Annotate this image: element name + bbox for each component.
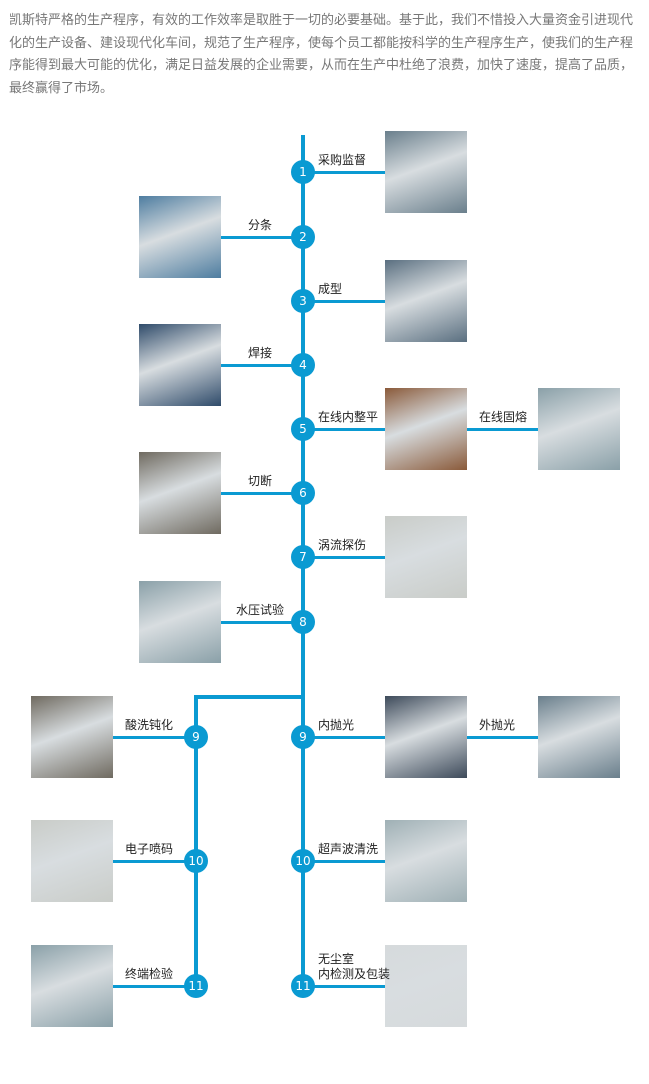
step-label: 焊接 (247, 346, 272, 360)
step-photo (385, 696, 467, 778)
connector-line (221, 492, 303, 495)
connector-line (221, 364, 303, 367)
branch-label: 酸洗钝化 (125, 718, 174, 732)
step-number-3: 3 (291, 289, 315, 313)
step-number-11: 11 (291, 974, 315, 998)
step-label: 无尘室 内检测及包装 (318, 952, 391, 981)
step-photo-secondary (538, 696, 620, 778)
connector-line (303, 300, 385, 303)
branch-photo (31, 820, 113, 902)
connector-line (303, 736, 385, 739)
branch-line (194, 695, 198, 987)
step-photo (139, 324, 221, 406)
step-photo (385, 260, 467, 342)
step-number-10: 10 (291, 849, 315, 873)
branch-photo (31, 945, 113, 1027)
step-number-2: 2 (291, 225, 315, 249)
step-label: 内抛光 (318, 718, 355, 732)
step-label: 成型 (318, 282, 343, 296)
step-photo (385, 388, 467, 470)
step-photo (139, 452, 221, 534)
step-label: 超声波清洗 (318, 842, 379, 856)
connector-line (303, 171, 385, 174)
branch-number-9: 9 (184, 725, 208, 749)
connector-line (113, 736, 196, 739)
step-label: 切断 (247, 474, 272, 488)
connector-line (467, 736, 538, 739)
step-number-9: 9 (291, 725, 315, 749)
branch-number-10: 10 (184, 849, 208, 873)
step-photo (139, 196, 221, 278)
step-label-secondary: 在线固熔 (479, 410, 528, 424)
step-label: 采购监督 (318, 153, 367, 167)
connector-line (303, 556, 385, 559)
intro-text: 凯斯特严格的生产程序，有效的工作效率是取胜于一切的必要基础。基于此，我们不惜投入… (9, 13, 634, 96)
connector-line (221, 621, 303, 624)
branch-photo (31, 696, 113, 778)
connector-line (113, 860, 196, 863)
step-label-secondary: 外抛光 (479, 718, 516, 732)
step-number-8: 8 (291, 610, 315, 634)
step-photo-secondary (538, 388, 620, 470)
step-label: 分条 (247, 218, 272, 232)
connector-line (303, 985, 385, 988)
step-label: 水压试验 (235, 603, 284, 617)
step-number-1: 1 (291, 160, 315, 184)
connector-line (303, 428, 385, 431)
step-photo (139, 581, 221, 663)
step-number-5: 5 (291, 417, 315, 441)
step-label: 涡流探伤 (318, 538, 367, 552)
step-photo (385, 516, 467, 598)
connector-line (303, 860, 385, 863)
step-photo (385, 945, 467, 1027)
step-number-7: 7 (291, 545, 315, 569)
step-number-4: 4 (291, 353, 315, 377)
connector-line (113, 985, 196, 988)
step-photo (385, 131, 467, 213)
branch-label: 电子喷码 (125, 842, 174, 856)
connector-line (221, 236, 303, 239)
branch-number-11: 11 (184, 974, 208, 998)
branch-label: 终端检验 (125, 967, 174, 981)
step-label: 在线内整平 (318, 410, 379, 424)
step-photo (385, 820, 467, 902)
step-number-6: 6 (291, 481, 315, 505)
branch-connector (194, 695, 303, 699)
connector-line (467, 428, 538, 431)
